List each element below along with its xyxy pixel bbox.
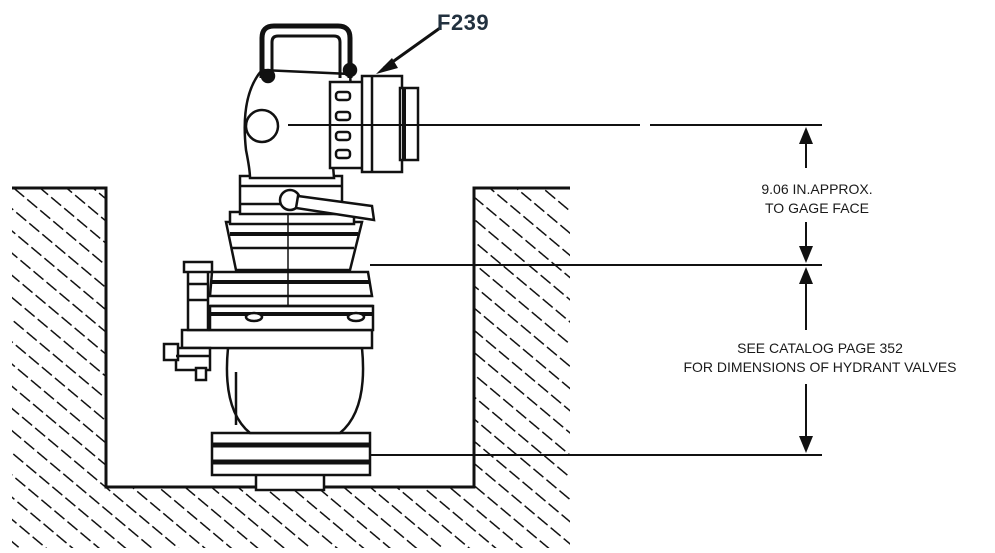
dimension-lines: [288, 124, 822, 456]
dimension-note-upper: 9.06 IN.APPROX. TO GAGE FACE: [712, 180, 922, 218]
dimension-note-upper-line1: 9.06 IN.APPROX.: [761, 181, 873, 197]
dimension-note-lower: SEE CATALOG PAGE 352 FOR DIMENSIONS OF H…: [650, 339, 990, 377]
part-number-label: F239: [437, 10, 490, 35]
gate-valve: [238, 174, 376, 222]
valve-body: [162, 260, 375, 435]
dimension-note-lower-line1: SEE CATALOG PAGE 352: [737, 340, 903, 356]
part-label-arrow: [376, 26, 441, 74]
base-flange: [210, 431, 372, 492]
dimension-note-lower-line2: FOR DIMENSIONS OF HYDRANT VALVES: [683, 359, 957, 375]
dimension-note-upper-line2: TO GAGE FACE: [765, 200, 869, 216]
